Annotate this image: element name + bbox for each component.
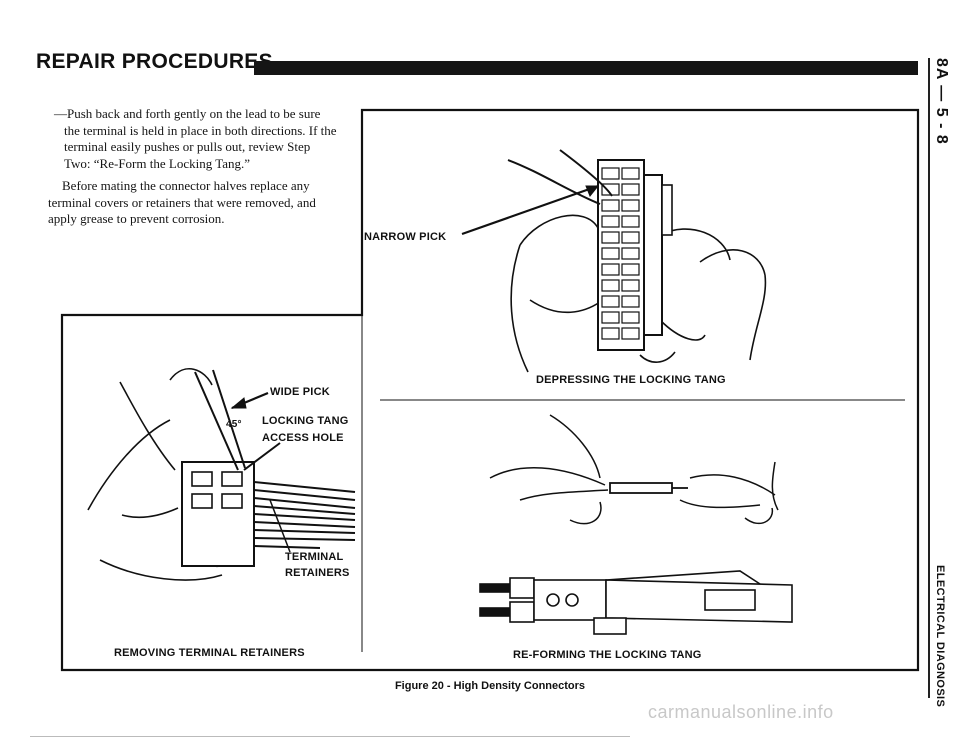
bullet-paragraph: —Push back and forth gently on the lead …: [54, 106, 337, 171]
page-title: REPAIR PROCEDURES: [36, 50, 273, 73]
depressing-tang-caption: DEPRESSING THE LOCKING TANG: [536, 374, 726, 386]
terminal-diagram: [479, 570, 793, 635]
page-code: 8A — 5 - 8: [933, 58, 950, 145]
terminal-label: TERMINAL: [285, 551, 344, 563]
figure-caption: Figure 20 - High Density Connectors: [394, 680, 586, 692]
angle-label: 45°: [226, 419, 242, 430]
narrow-pick-label: NARROW PICK: [364, 231, 447, 243]
reforming-tang-caption: RE-FORMING THE LOCKING TANG: [513, 649, 702, 661]
wide-pick-label: WIDE PICK: [270, 386, 330, 398]
removing-retainers-caption: REMOVING TERMINAL RETAINERS: [114, 647, 305, 659]
section-label: ELECTRICAL DIAGNOSIS: [934, 565, 946, 708]
side-rule: [928, 58, 930, 698]
connector-cavities: [601, 167, 640, 340]
mating-paragraph: Before mating the connector halves repla…: [48, 178, 316, 226]
header-bar: [254, 61, 918, 75]
access-hole-label: ACCESS HOLE: [262, 432, 344, 444]
retainer-hand-illustration: [87, 368, 255, 581]
narrow-pick-tool: [461, 149, 613, 236]
body-text: —Push back and forth gently on the lead …: [48, 106, 338, 234]
wire-bundle: [253, 481, 356, 549]
footer-line: [30, 736, 630, 737]
reform-hands-illustration: [489, 414, 779, 525]
wide-pick-tool: [194, 369, 291, 553]
locking-tang-label: LOCKING TANG: [262, 415, 349, 427]
watermark: carmanualsonline.info: [648, 702, 834, 722]
retainers-label: RETAINERS: [285, 567, 350, 579]
